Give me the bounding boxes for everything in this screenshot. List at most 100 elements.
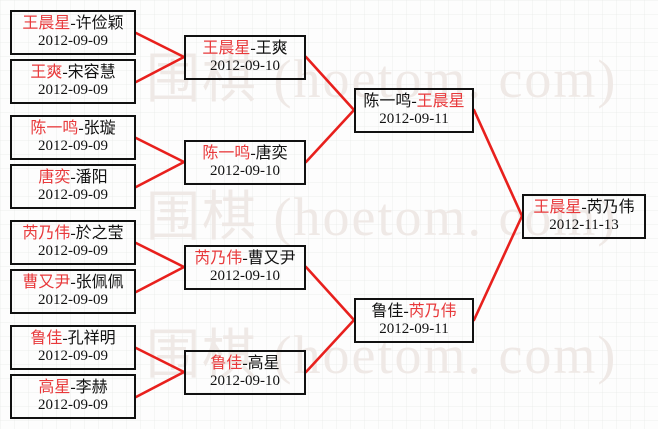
match-date: 2012-09-09 bbox=[38, 187, 108, 204]
match-date: 2012-09-10 bbox=[210, 268, 280, 285]
winner-name: 王晨星 bbox=[22, 15, 71, 32]
connector-line bbox=[304, 108, 356, 164]
connector-line bbox=[134, 370, 186, 399]
connector-line bbox=[472, 108, 524, 218]
match-date: 2012-09-09 bbox=[38, 243, 108, 260]
match-box[interactable]: 陈一鸣-唐奕 2012-09-10 bbox=[184, 140, 306, 185]
connector-line bbox=[134, 55, 186, 84]
match-box[interactable]: 芮乃伟-曹又尹 2012-09-10 bbox=[184, 245, 306, 290]
connector-line bbox=[134, 241, 186, 269]
loser-name: 许俭颖 bbox=[75, 15, 124, 32]
match-players: 王晨星-芮乃伟 bbox=[524, 199, 644, 216]
match-players: 鲁佳-芮乃伟 bbox=[356, 303, 472, 320]
match-players: 陈一鸣-张璇 bbox=[12, 120, 134, 137]
vs-dash: - bbox=[250, 40, 256, 57]
match-players: 陈一鸣-王晨星 bbox=[356, 93, 472, 110]
match-date: 2012-09-09 bbox=[38, 397, 108, 414]
vs-dash: - bbox=[70, 274, 76, 291]
match-players: 芮乃伟-曹又尹 bbox=[186, 250, 304, 267]
match-box[interactable]: 王晨星-王爽 2012-09-10 bbox=[184, 35, 306, 80]
match-players: 王晨星-王爽 bbox=[186, 40, 304, 57]
winner-name: 曹又尹 bbox=[22, 274, 71, 291]
winner-name: 芮乃伟 bbox=[194, 250, 243, 267]
winner-name: 王晨星 bbox=[533, 199, 582, 216]
match-date: 2012-09-09 bbox=[38, 82, 108, 99]
connector-line bbox=[304, 318, 356, 374]
vs-dash: - bbox=[62, 64, 68, 81]
winner-name: 王晨星 bbox=[416, 93, 465, 110]
match-players: 陈一鸣-唐奕 bbox=[186, 145, 304, 162]
match-date: 2012-09-09 bbox=[38, 292, 108, 309]
winner-name: 陈一鸣 bbox=[202, 145, 251, 162]
loser-name: 张璇 bbox=[83, 120, 116, 137]
match-date: 2012-09-11 bbox=[379, 111, 449, 128]
vs-dash: - bbox=[581, 199, 587, 216]
vs-dash: - bbox=[403, 303, 409, 320]
match-date: 2012-09-10 bbox=[210, 58, 280, 75]
match-date: 2012-09-10 bbox=[210, 163, 280, 180]
connector-line bbox=[134, 160, 186, 189]
vs-dash: - bbox=[70, 379, 76, 396]
loser-name: 陈一鸣 bbox=[363, 93, 412, 110]
match-players: 唐奕-潘阳 bbox=[12, 169, 134, 186]
vs-dash: - bbox=[70, 169, 76, 186]
winner-name: 高星 bbox=[38, 379, 71, 396]
winner-name: 王晨星 bbox=[202, 40, 251, 57]
match-players: 鲁佳-孔祥明 bbox=[12, 330, 134, 347]
winner-name: 鲁佳 bbox=[30, 330, 63, 347]
match-box[interactable]: 唐奕-潘阳 2012-09-09 bbox=[10, 164, 136, 209]
loser-name: 唐奕 bbox=[255, 145, 288, 162]
winner-name: 芮乃伟 bbox=[22, 225, 71, 242]
match-players: 曹又尹-张佩佩 bbox=[12, 274, 134, 291]
match-box-final[interactable]: 王晨星-芮乃伟 2012-11-13 bbox=[522, 194, 646, 239]
loser-name: 於之莹 bbox=[75, 225, 124, 242]
match-date: 2012-09-11 bbox=[379, 321, 449, 338]
winner-name: 唐奕 bbox=[38, 169, 71, 186]
connector-line bbox=[134, 31, 186, 59]
vs-dash: - bbox=[62, 330, 68, 347]
connector-line bbox=[134, 136, 186, 164]
winner-name: 王爽 bbox=[30, 64, 63, 81]
match-date: 2012-09-09 bbox=[38, 348, 108, 365]
connector-line bbox=[304, 265, 356, 322]
loser-name: 李赫 bbox=[75, 379, 108, 396]
vs-dash: - bbox=[70, 225, 76, 242]
loser-name: 鲁佳 bbox=[371, 303, 404, 320]
loser-name: 王爽 bbox=[255, 40, 288, 57]
connector-line bbox=[304, 55, 356, 112]
match-date: 2012-09-10 bbox=[210, 373, 280, 390]
connector-line bbox=[134, 346, 186, 374]
connector-line bbox=[134, 265, 186, 294]
loser-name: 张佩佩 bbox=[75, 274, 124, 291]
vs-dash: - bbox=[70, 15, 76, 32]
match-box[interactable]: 陈一鸣-王晨星 2012-09-11 bbox=[354, 88, 474, 133]
vs-dash: - bbox=[78, 120, 84, 137]
vs-dash: - bbox=[411, 93, 417, 110]
loser-name: 曹又尹 bbox=[247, 250, 296, 267]
loser-name: 高星 bbox=[247, 355, 280, 372]
match-box[interactable]: 鲁佳-高星 2012-09-10 bbox=[184, 350, 306, 395]
match-box[interactable]: 王晨星-许俭颖 2012-09-09 bbox=[10, 10, 136, 55]
vs-dash: - bbox=[242, 250, 248, 267]
match-box[interactable]: 鲁佳-芮乃伟 2012-09-11 bbox=[354, 298, 474, 343]
winner-name: 鲁佳 bbox=[210, 355, 243, 372]
loser-name: 芮乃伟 bbox=[586, 199, 635, 216]
winner-name: 芮乃伟 bbox=[408, 303, 457, 320]
loser-name: 潘阳 bbox=[75, 169, 108, 186]
match-players: 王晨星-许俭颖 bbox=[12, 15, 134, 32]
winner-name: 陈一鸣 bbox=[30, 120, 79, 137]
match-date: 2012-09-09 bbox=[38, 33, 108, 50]
loser-name: 宋容慧 bbox=[67, 64, 116, 81]
match-box[interactable]: 陈一鸣-张璇 2012-09-09 bbox=[10, 115, 136, 160]
match-players: 鲁佳-高星 bbox=[186, 355, 304, 372]
connector-line bbox=[472, 214, 524, 322]
match-date: 2012-11-13 bbox=[549, 217, 619, 234]
match-box[interactable]: 曹又尹-张佩佩 2012-09-09 bbox=[10, 269, 136, 314]
match-box[interactable]: 鲁佳-孔祥明 2012-09-09 bbox=[10, 325, 136, 370]
match-box[interactable]: 高星-李赫 2012-09-09 bbox=[10, 374, 136, 419]
vs-dash: - bbox=[242, 355, 248, 372]
match-box[interactable]: 王爽-宋容慧 2012-09-09 bbox=[10, 59, 136, 104]
loser-name: 孔祥明 bbox=[67, 330, 116, 347]
match-box[interactable]: 芮乃伟-於之莹 2012-09-09 bbox=[10, 220, 136, 265]
